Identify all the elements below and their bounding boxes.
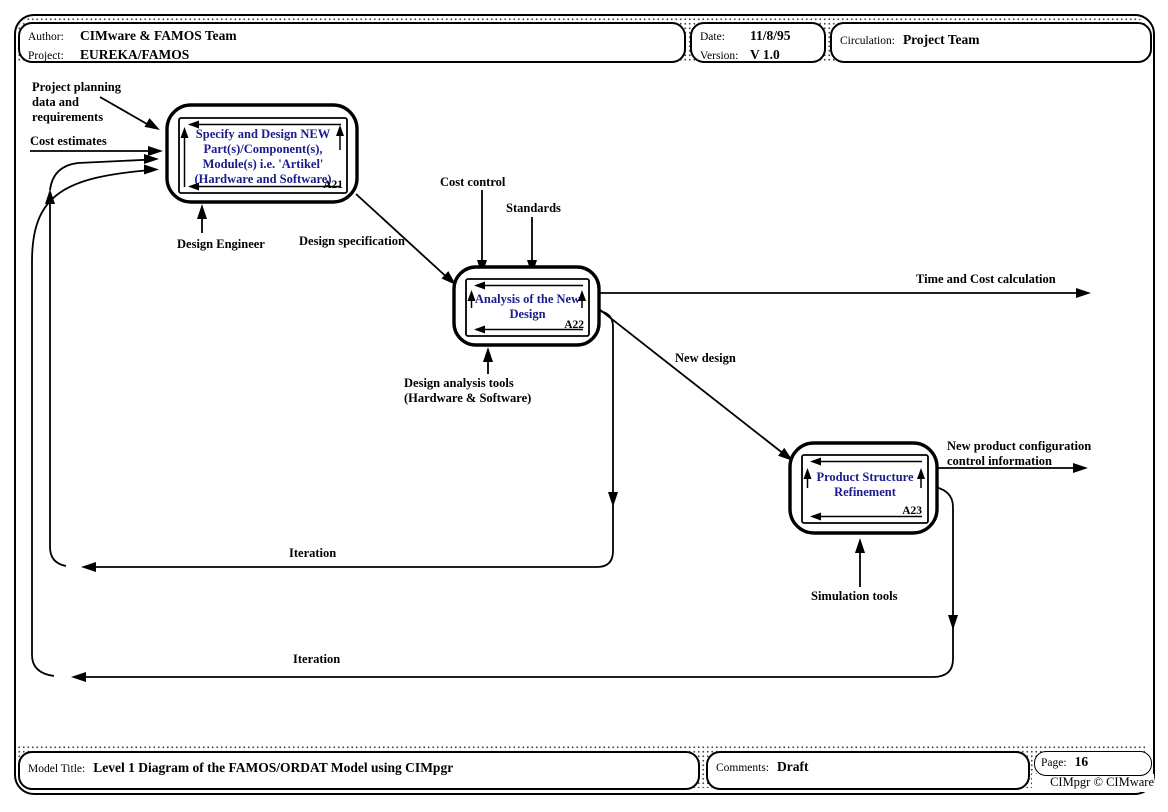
- label-new-product-configuration: New product configuration control inform…: [947, 439, 1091, 469]
- page-number-box: Page: 16: [1034, 751, 1152, 776]
- label-design-specification: Design specification: [299, 234, 405, 248]
- author-value: CIMware & FAMOS Team: [80, 28, 237, 43]
- a23-line: Product Structure: [816, 470, 914, 484]
- label-line: requirements: [32, 110, 104, 124]
- label-time-and-cost: Time and Cost calculation: [916, 272, 1056, 286]
- arrowhead: [81, 562, 96, 572]
- activity-box-outlines: [165, 103, 939, 535]
- a21-line: Module(s) i.e. 'Artikel': [202, 157, 324, 171]
- label-iteration-lower: Iteration: [293, 652, 341, 666]
- version-value: V 1.0: [750, 47, 780, 62]
- iteration-upper-run: [86, 500, 614, 568]
- arrowhead: [948, 615, 958, 630]
- label-design-engineer: Design Engineer: [177, 237, 265, 251]
- label-line: data and: [32, 95, 79, 109]
- arrowhead: [45, 189, 55, 204]
- arrowhead: [144, 164, 159, 175]
- label-cost-estimates: Cost estimates: [30, 134, 107, 148]
- label-design-analysis-tools: Design analysis tools (Hardware & Softwa…: [404, 376, 531, 406]
- project-planning-line: [99, 96, 155, 129]
- circulation-value: Project Team: [902, 32, 980, 47]
- iteration-upper-return-entry: [49, 158, 153, 191]
- version-label: Version:: [700, 50, 739, 62]
- activity-box-a23-inner: [801, 454, 929, 524]
- new-design-line: [598, 308, 790, 459]
- arrowhead: [778, 447, 793, 461]
- date-value: 11/8/95: [750, 28, 791, 43]
- model-title-label: Model Title:: [28, 763, 86, 775]
- iteration-upper-return-rise: [49, 194, 67, 567]
- circulation-label: Circulation:: [840, 35, 895, 47]
- comments-box: Comments: Draft: [706, 751, 1030, 790]
- copyright-text: CIMpgr © CIMware: [1050, 775, 1154, 789]
- a22-id-label: A22: [564, 319, 584, 331]
- project-value: EUREKA/FAMOS: [80, 47, 190, 62]
- arrowhead: [144, 154, 159, 164]
- label-line: Design analysis tools: [404, 376, 514, 390]
- internal-arrowheads: [180, 120, 925, 521]
- label-line: New product configuration: [947, 439, 1092, 453]
- copyright-backing: [1032, 774, 1154, 792]
- arrowhead: [71, 672, 86, 682]
- circulation-box: Circulation: Project Team: [830, 22, 1152, 63]
- page-label: Page:: [1041, 757, 1067, 769]
- a22-line: Analysis of the New: [474, 292, 581, 306]
- label-iteration-upper: Iteration: [289, 546, 337, 560]
- arrowhead: [608, 492, 618, 507]
- a23-id-label: A23: [902, 505, 922, 517]
- project-label: Project:: [28, 50, 64, 62]
- label-line: (Hardware & Software): [404, 391, 532, 405]
- a21-line: (Hardware and Software): [194, 172, 332, 186]
- arrowhead: [1076, 288, 1091, 298]
- arrowhead: [197, 204, 207, 219]
- a22-line: Design: [509, 307, 546, 321]
- flow-lines: [30, 96, 1086, 678]
- activity-box-a22[interactable]: Analysis of the New Design: [467, 292, 588, 322]
- arrowhead: [144, 118, 160, 130]
- a21-line: Specify and Design NEW: [195, 127, 331, 141]
- label-standards: Standards: [506, 201, 561, 215]
- activity-box-a21[interactable]: Specify and Design NEW Part(s)/Component…: [180, 127, 346, 187]
- activity-box-a23[interactable]: Product Structure Refinement: [803, 470, 927, 500]
- date-label: Date:: [700, 31, 725, 43]
- label-line: control information: [947, 454, 1052, 468]
- iteration-upper-drop: [598, 310, 614, 500]
- date-version-box: Date: 11/8/95 Version: V 1.0: [690, 22, 826, 63]
- activity-box-a22-inner: [465, 278, 590, 337]
- design-specification-line: [355, 193, 452, 282]
- a21-id-label: A21: [323, 179, 343, 191]
- a21-line: Part(s)/Component(s),: [203, 142, 323, 156]
- author-project-box: Author: CIMware & FAMOS Team Project: EU…: [18, 22, 686, 63]
- iteration-lower-run: [76, 622, 954, 678]
- comments-value: Draft: [777, 759, 809, 774]
- arrowhead: [148, 146, 163, 156]
- author-label: Author:: [28, 31, 64, 43]
- model-title-value: Level 1 Diagram of the FAMOS/ORDAT Model…: [93, 760, 454, 775]
- arrowhead: [1073, 463, 1088, 473]
- activity-box-a21-inner: [178, 117, 348, 194]
- label-line: Project planning: [32, 80, 122, 94]
- label-cost-control: Cost control: [440, 175, 506, 189]
- comments-label: Comments:: [716, 762, 770, 774]
- label-project-planning: Project planning data and requirements: [32, 80, 121, 125]
- iteration-lower-return: [31, 169, 153, 677]
- arrowhead: [441, 271, 456, 285]
- model-title-box: Model Title: Level 1 Diagram of the FAMO…: [18, 751, 700, 790]
- a23-line: Refinement: [834, 485, 896, 499]
- arrowhead: [483, 347, 493, 362]
- page-value: 16: [1074, 754, 1089, 769]
- label-simulation-tools: Simulation tools: [811, 589, 898, 603]
- arrowhead: [855, 538, 865, 553]
- label-new-design: New design: [675, 351, 736, 365]
